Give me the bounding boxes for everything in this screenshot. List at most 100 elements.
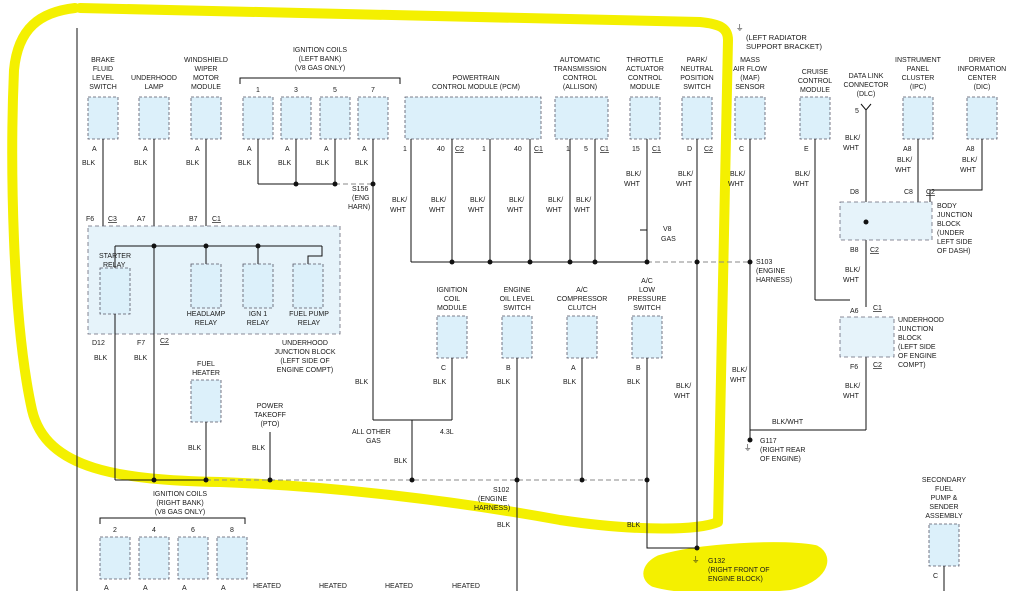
starter-relay-label-2: RELAY bbox=[103, 262, 126, 269]
body-junction-block: D8 C8 C2 B8 C2 BODY JUNCTION BLOCK (UNDE… bbox=[839, 189, 973, 255]
svg-text:C1: C1 bbox=[652, 146, 661, 153]
svg-text:SWITCH: SWITCH bbox=[503, 305, 531, 312]
svg-text:WHT: WHT bbox=[793, 181, 810, 188]
svg-text:A: A bbox=[247, 146, 252, 153]
svg-text:7: 7 bbox=[371, 87, 375, 94]
label-v8-gas: V8 GAS bbox=[661, 226, 676, 243]
svg-text:A: A bbox=[324, 146, 329, 153]
svg-text:OF ENGINE: OF ENGINE bbox=[898, 353, 937, 360]
svg-text:WHT: WHT bbox=[843, 145, 860, 152]
svg-text:A/C: A/C bbox=[641, 278, 653, 285]
svg-text:WHT: WHT bbox=[843, 277, 860, 284]
svg-text:A6: A6 bbox=[850, 308, 859, 315]
svg-text:(ENGINE: (ENGINE bbox=[478, 496, 508, 503]
svg-text:LOW: LOW bbox=[639, 287, 655, 294]
svg-text:CLUSTER: CLUSTER bbox=[902, 75, 935, 82]
svg-text:6: 6 bbox=[191, 527, 195, 534]
ignition-coils-right-bank: IGNITION COILS (RIGHT BANK) (V8 GAS ONLY… bbox=[99, 491, 248, 591]
svg-text:SWITCH: SWITCH bbox=[89, 84, 117, 91]
svg-text:WHT: WHT bbox=[624, 181, 641, 188]
svg-text:AIR FLOW: AIR FLOW bbox=[733, 66, 767, 73]
data-link-connector: DATA LINK CONNECTOR (DLC) 5 bbox=[844, 73, 889, 115]
svg-text:FLUID: FLUID bbox=[93, 66, 113, 73]
svg-text:SENDER: SENDER bbox=[929, 504, 958, 511]
svg-text:CONTROL: CONTROL bbox=[563, 75, 597, 82]
svg-text:BLK: BLK bbox=[394, 458, 408, 465]
ground-g132: ⏚ G132 (RIGHT FRONT OF ENGINE BLOCK) bbox=[692, 545, 770, 583]
svg-text:5: 5 bbox=[855, 108, 859, 115]
svg-text:D12: D12 bbox=[92, 340, 105, 347]
svg-text:BLK/: BLK/ bbox=[392, 197, 407, 204]
svg-text:A: A bbox=[92, 146, 97, 153]
svg-text:PARK/: PARK/ bbox=[687, 57, 708, 64]
svg-text:4: 4 bbox=[152, 527, 156, 534]
svg-text:BLK/: BLK/ bbox=[845, 267, 860, 274]
svg-text:HEATED: HEATED bbox=[319, 583, 347, 590]
svg-text:CONNECTOR: CONNECTOR bbox=[844, 82, 889, 89]
svg-text:(ALLISON): (ALLISON) bbox=[563, 84, 597, 91]
svg-text:(UNDER: (UNDER bbox=[937, 230, 964, 237]
svg-text:BLK: BLK bbox=[134, 355, 148, 362]
svg-text:BLK/WHT: BLK/WHT bbox=[772, 419, 804, 426]
svg-text:BLK: BLK bbox=[238, 160, 252, 167]
svg-text:A: A bbox=[143, 585, 148, 591]
svg-text:WHT: WHT bbox=[895, 167, 912, 174]
secondary-fuel-pump-assembly: SECONDARY FUEL PUMP & SENDER ASSEMBLY C bbox=[922, 477, 966, 591]
svg-text:COMPT): COMPT) bbox=[898, 362, 926, 369]
svg-text:(ENG: (ENG bbox=[352, 195, 370, 202]
svg-text:POWER: POWER bbox=[257, 403, 283, 410]
svg-text:F6: F6 bbox=[86, 216, 94, 223]
svg-text:B7: B7 bbox=[189, 216, 198, 223]
svg-text:BLK: BLK bbox=[82, 160, 96, 167]
svg-text:D8: D8 bbox=[850, 189, 859, 196]
fuel-heater: FUEL HEATER BLK bbox=[188, 361, 222, 480]
svg-text:POWERTRAIN: POWERTRAIN bbox=[452, 75, 499, 82]
svg-text:(RIGHT FRONT OF: (RIGHT FRONT OF bbox=[708, 567, 770, 574]
svg-text:WHT: WHT bbox=[507, 207, 524, 214]
wire-labels-top: BLK/ WHT BLK/ WHT BLK/ WHT BLK/ WHT BLK/… bbox=[390, 135, 977, 426]
brake-fluid-level-switch: BRAKE FLUID LEVEL SWITCH A BLK bbox=[82, 57, 119, 167]
svg-text:A8: A8 bbox=[903, 146, 912, 153]
svg-text:2: 2 bbox=[113, 527, 117, 534]
svg-text:BRAKE: BRAKE bbox=[91, 57, 115, 64]
svg-text:5: 5 bbox=[584, 146, 588, 153]
ground-g100-symbol: ⏚ bbox=[736, 23, 744, 32]
svg-text:BLK/: BLK/ bbox=[845, 135, 860, 142]
svg-text:WHT: WHT bbox=[468, 207, 485, 214]
svg-text:WHT: WHT bbox=[728, 181, 745, 188]
underhood-junction-block: F6 C3 A7 B7 C1 STARTER RELAY HEADLAMP RE… bbox=[86, 216, 341, 480]
svg-text:B: B bbox=[506, 365, 511, 372]
ground-g100-label-1: (LEFT RADIATOR bbox=[746, 33, 807, 42]
splice-s156: S156 (ENG HARN) bbox=[348, 186, 370, 211]
svg-text:A7: A7 bbox=[137, 216, 146, 223]
svg-text:C8: C8 bbox=[904, 189, 913, 196]
svg-text:G132: G132 bbox=[708, 558, 725, 565]
svg-text:C1: C1 bbox=[534, 146, 543, 153]
svg-text:BLK: BLK bbox=[252, 445, 266, 452]
svg-text:JUNCTION BLOCK: JUNCTION BLOCK bbox=[274, 349, 335, 356]
svg-text:BLK/: BLK/ bbox=[509, 197, 524, 204]
svg-text:BLK/: BLK/ bbox=[730, 171, 745, 178]
svg-text:A: A bbox=[221, 585, 226, 591]
svg-text:WIPER: WIPER bbox=[195, 66, 218, 73]
svg-text:B: B bbox=[636, 365, 641, 372]
svg-text:THROTTLE: THROTTLE bbox=[627, 57, 664, 64]
svg-text:AUTOMATIC: AUTOMATIC bbox=[560, 57, 601, 64]
svg-text:UNDERHOOD: UNDERHOOD bbox=[131, 75, 177, 82]
throttle-actuator-control-module: THROTTLE ACTUATOR CONTROL MODULE 15 C1 bbox=[626, 57, 664, 153]
svg-text:BLK: BLK bbox=[186, 160, 200, 167]
svg-text:BLK/: BLK/ bbox=[732, 367, 747, 374]
ignition-coil-module: IGNITION COIL MODULE C BLK bbox=[433, 287, 468, 420]
ground-bus: S102 (ENGINE HARNESS) BLK bbox=[115, 477, 650, 529]
svg-text:15: 15 bbox=[632, 146, 640, 153]
svg-text:OIL LEVEL: OIL LEVEL bbox=[500, 296, 535, 303]
automatic-transmission-control: AUTOMATIC TRANSMISSION CONTROL (ALLISON)… bbox=[553, 57, 609, 153]
svg-text:BLK/: BLK/ bbox=[626, 171, 641, 178]
svg-text:WHT: WHT bbox=[676, 181, 693, 188]
svg-text:BLOCK: BLOCK bbox=[898, 335, 922, 342]
svg-text:BLK: BLK bbox=[94, 355, 108, 362]
svg-text:(MAF): (MAF) bbox=[740, 75, 759, 82]
svg-text:ALL OTHER: ALL OTHER bbox=[352, 429, 391, 436]
svg-text:⏚: ⏚ bbox=[692, 555, 700, 564]
